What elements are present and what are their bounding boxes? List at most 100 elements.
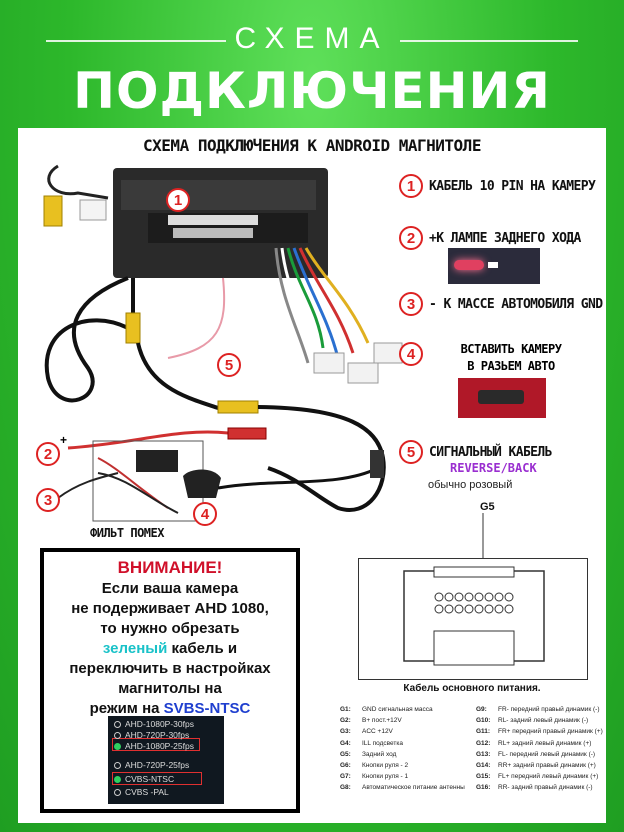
iso-connector-3 [373,342,403,364]
reverse-lamp-photo [448,248,540,284]
warning-mode: SVBS-NTSC [163,700,251,717]
menu-item-3[interactable]: AHD-1080P-25fps [114,741,194,751]
pin-row: G4:ILL подсветка [340,740,480,747]
legend-3-text: - К МАССЕ АВТОМОБИЛЯ GND [429,296,603,312]
pin-number: G13: [476,750,491,758]
marker-2: 2 [36,442,60,466]
legend-3-number: 3 [399,292,423,316]
legend-5-text: СИГНАЛЬНЫЙ КАБЕЛЬ [429,444,552,460]
legend-1-number: 1 [399,174,423,198]
iso-connector-1 [313,352,345,374]
camera-mount-photo [458,378,546,418]
warning-line-3: то нужно обрезать [100,620,240,637]
pin-description: FL+ передний левый динамик (+) [498,773,599,781]
diagram-card: СХЕМА ПОДКЛЮЧЕНИЯ К ANDROID МАГНИТОЛЕ [18,128,606,823]
menu-item-4-label: AHD-720P-25fps [125,760,190,770]
pin-row: G10: RL- задний левый динамик (-) [476,717,606,724]
pin-description: Кнопки руля - 2 [362,761,409,769]
warning-line-1: Если ваша камера [101,580,239,597]
menu-item-5[interactable]: CVBS-NTSC [114,774,174,784]
warning-line-2: не подерживает AHD 1080, [71,600,269,617]
pin-row: G3: ACC +12V [340,728,480,735]
pin-number: G3: [340,728,351,736]
pin-row: G9:FR- передний правый динамик (-) [476,706,606,713]
legend-2-text: +К ЛАМПЕ ЗАДНЕГО ХОДА [429,230,581,246]
pin-number: G2: [340,717,351,725]
iso-connector-2 [347,362,379,384]
pin-number: G1: [340,706,351,713]
pin-number: G10: [476,717,491,725]
diagram-subtitle: СХЕМА ПОДКЛЮЧЕНИЯ К ANDROID МАГНИТОЛЕ [143,136,481,155]
g5-leader-line [482,513,484,563]
legend-5: 5 СИГНАЛЬНЫЙ КАБЕЛЬ [399,440,552,464]
menu-item-2[interactable]: AHD-720P-30fps [114,730,189,740]
camera [183,469,221,498]
legend-4: 4 [399,342,423,366]
highlight-2 [112,772,202,785]
menu-item-2-label: AHD-720P-30fps [125,730,190,740]
warning-title: ВНИМАНИЕ! [117,558,223,577]
usually-pink-note: обычно розовый [428,479,513,491]
warning-line-5: переключить в настройках [69,660,271,677]
menu-item-4[interactable]: AHD-720P-25fps [114,760,189,770]
legend-5-number: 5 [399,440,423,464]
wiring-illustration [43,164,403,522]
warning-line-6: магнитолы на [118,680,222,697]
menu-item-1[interactable]: AHD-1080P-30fps [114,719,194,729]
pin-description: Задний ход [362,750,397,758]
highlight-1 [112,738,200,751]
legend-1: 1 КАБЕЛЬ 10 PIN НА КАМЕРУ [399,174,596,198]
pin-row: G5:Задний ход [340,751,480,758]
connector-diagram [358,558,588,680]
pin-description: GND сигнальная масса [362,706,433,713]
main-cable-title: Кабель основного питания. [403,683,541,694]
pin-number: G11: [476,728,491,736]
pin-description: RL+ задний левый динамик (+) [498,739,592,747]
menu-item-3-label: AHD-1080P-25fps [125,741,194,751]
pin-row: G1: GND сигнальная масса [340,706,480,713]
marker-5: 5 [217,353,241,377]
pin-description: FR- передний правый динамик (-) [498,706,600,713]
pin-description: FR+ передний правый динамик (+) [498,728,603,736]
pin-row: G12: RL+ задний левый динамик (+) [476,740,606,747]
pin-row: G7:Кнопки руля - 1 [340,773,480,780]
pin-number: G16: [476,784,491,792]
pin-description: RR- задний правый динамик (-) [498,784,593,792]
pin-number: G6: [340,761,351,769]
pin-row: G6: Кнопки руля - 2 [340,762,480,769]
pin-number: G12: [476,739,491,747]
pin-row: G11: FR+ передний правый динамик (+) [476,728,606,735]
menu-item-5-label: CVBS-NTSC [125,774,175,784]
menu-item-6-label: CVBS -PAL [125,787,169,797]
pin-table-right: G9:FR- передний правый динамик (-) G10: RL… [476,706,606,796]
pin-description: B+ пост.+12V [362,717,402,725]
rca-yellow-connector [43,195,63,227]
pin-description: FL- передний левый динамик (-) [498,750,596,758]
pin-description: RL- задний левый динамик (-) [498,717,589,725]
resolution-menu: AHD-1080P-30fps AHD-720P-30fps AHD-1080P… [108,716,224,804]
reverse-back-label: REVERSE/BACK [450,461,537,475]
legend-3: 3 - К МАССЕ АВТОМОБИЛЯ GND [399,292,603,316]
pin-number: G14: [476,761,491,769]
pin-row: G16: RR- задний правый динамик (-) [476,784,606,791]
marker-3: 3 [36,488,60,512]
title-line-2: ПОДКЛЮЧЕНИЯ [73,62,551,120]
pin-row: G14: RR+ задний правый динамик (+) [476,762,606,769]
legend-4-text-line2: В РАЗЬЕМ АВТО [467,359,555,373]
title-line-1: СХЕМА [234,22,390,55]
menu-item-1-label: AHD-1080P-30fps [125,719,194,729]
pin-row: G8:Автоматическое питание антенны [340,784,480,791]
pin-description: RR+ задний правый динамик (+) [498,761,596,769]
legend-4-text-line1: ВСТАВИТЬ КАМЕРУ [460,342,562,356]
pin-description: Кнопки руля - 1 [362,773,409,781]
legend-2-number: 2 [399,226,423,250]
plus-sign: + [60,433,68,447]
pin-row: G15:FL+ передний левый динамик (+) [476,773,606,780]
pin-description: ACC +12V [362,728,393,736]
marker-4: 4 [193,502,217,526]
menu-item-6[interactable]: CVBS -PAL [114,787,169,797]
pin-row: G13: FL- передний левый динамик (-) [476,751,606,758]
warning-line-4-rest: кабель и [171,640,238,657]
pin-row: G2: B+ пост.+12V [340,717,480,724]
